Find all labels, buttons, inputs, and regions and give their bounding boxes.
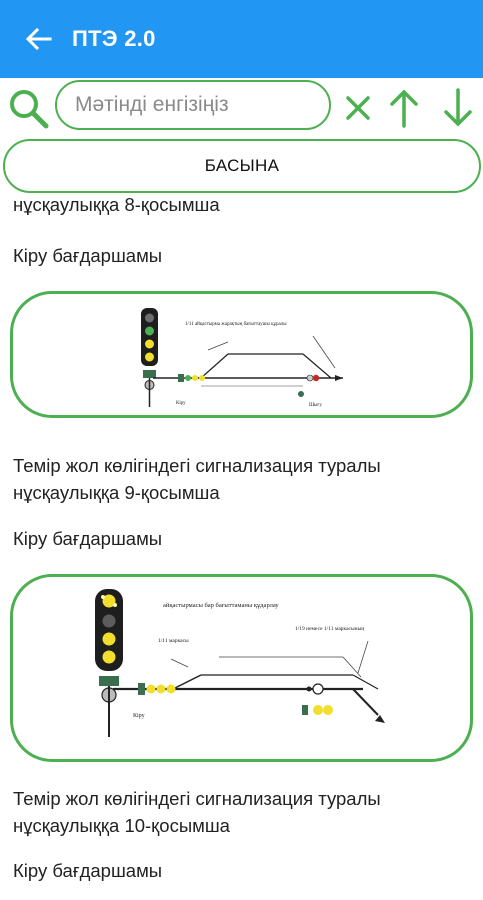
search-input[interactable]: [55, 80, 331, 130]
search-toolbar: [0, 78, 483, 138]
back-button[interactable]: [0, 0, 78, 78]
content-list: нұсқаулыққа 8-қосымша Кіру бағдаршамы: [0, 193, 483, 900]
diagram-label-a: 1/11 маркасы: [158, 638, 189, 644]
diagram-note: айқастырмасы бар бағыттаманы құдарлау: [163, 602, 279, 609]
partial-caption: нұсқаулыққа 8-қосымша: [13, 194, 220, 215]
signal-diagram-image: айқастырмасы бар бағыттаманы құдарлау 1/…: [95, 589, 385, 737]
arrow-back-icon: [26, 28, 52, 50]
diagram-entry-label: Кіру: [176, 401, 186, 406]
app-title: ПТЭ 2.0: [72, 26, 156, 51]
item-caption-line2: нұсқаулыққа 10-қосымша: [13, 815, 230, 836]
item-caption-line1: Темір жол көлігіндегі сигнализация турал…: [13, 455, 381, 476]
item-subtitle: Кіру бағдаршамы: [13, 860, 163, 881]
arrow-up-icon: [390, 89, 418, 128]
item-caption-line2: нұсқаулыққа 9-қосымша: [13, 482, 220, 503]
diagram-exit-label: Шығу: [309, 403, 322, 408]
arrow-down-icon: [444, 88, 472, 127]
diagram-entry-label: Кіру: [133, 713, 145, 719]
diagram-note: 1/11 айқастырма жарақтың бағыттаушы құра…: [185, 322, 287, 327]
item-caption-line1: Темір жол көлігіндегі сигнализация турал…: [13, 788, 381, 809]
scroll-to-top-button[interactable]: БАСЫНА: [3, 139, 481, 193]
signal-diagram-image: 1/11 айқастырма жарақтың бағыттаушы құра…: [141, 308, 343, 408]
next-match-button[interactable]: [438, 86, 478, 130]
app-bar: ПТЭ 2.0: [0, 0, 483, 78]
diagram-card[interactable]: 1/11 айқастырма жарақтың бағыттаушы құра…: [10, 291, 473, 418]
diagram-card[interactable]: айқастырмасы бар бағыттаманы құдарлау 1/…: [10, 574, 473, 762]
item-subtitle: Кіру бағдаршамы: [13, 528, 163, 549]
close-icon: [346, 96, 370, 120]
diagram-label-b: 1/19 немесе 1/11 маркасының: [295, 626, 364, 632]
clear-button[interactable]: [338, 86, 378, 130]
search-icon[interactable]: [8, 88, 50, 130]
previous-match-button[interactable]: [384, 86, 424, 130]
item-subtitle: Кіру бағдаршамы: [13, 245, 163, 266]
